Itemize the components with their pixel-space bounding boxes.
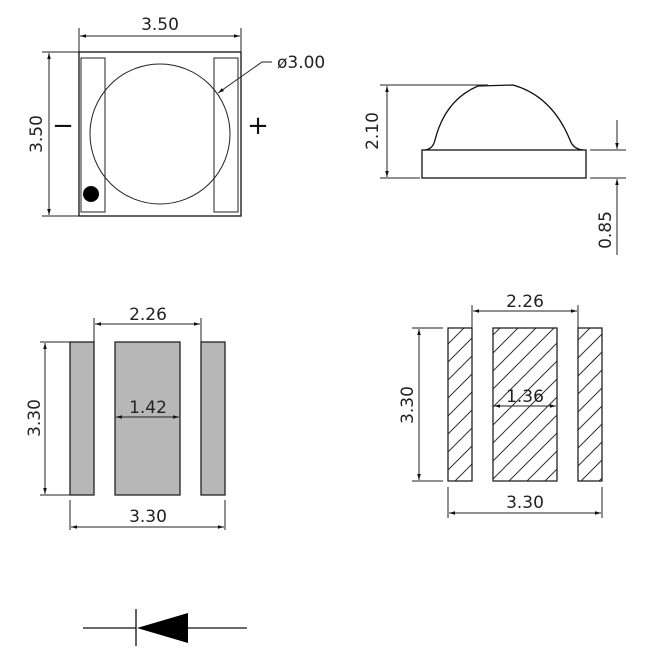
- base-outline: [421, 149, 587, 179]
- plus-symbol: +: [247, 111, 269, 141]
- left-electrode: [80, 57, 106, 213]
- diameter-leader: [217, 61, 272, 94]
- top-width-label: 3.50: [141, 15, 179, 35]
- lens-diameter-label: ø3.00: [277, 53, 325, 73]
- lens-circle: [89, 63, 231, 205]
- side-view: 2.10 0.85: [363, 84, 626, 255]
- diode-symbol-icon: [83, 609, 247, 646]
- footprint-right-pad: [577, 327, 603, 482]
- total-height-label: 2.10: [363, 112, 383, 150]
- footprint-center-width-label: 1.36: [506, 387, 544, 407]
- minus-symbol: −: [52, 111, 74, 141]
- footprint-span-label: 2.26: [506, 292, 544, 312]
- top-view: 3.50 3.50 ø3.00 − +: [27, 15, 325, 217]
- pads-span-label: 2.26: [129, 305, 167, 325]
- footprint-height-label: 3.30: [398, 386, 418, 424]
- right-electrode: [213, 57, 239, 213]
- package-outline: [78, 51, 242, 217]
- dome-outline: [424, 84, 584, 151]
- right-pad: [200, 341, 226, 496]
- footprint-left-pad: [447, 327, 473, 482]
- base-height-label: 0.85: [596, 211, 616, 249]
- polarity-dot-icon: [83, 186, 99, 202]
- center-pad: [114, 341, 181, 496]
- footprint-view: 2.26 3.30 1.36 3.30: [398, 292, 603, 518]
- center-pad-width-label: 1.42: [129, 398, 167, 418]
- top-height-label: 3.50: [27, 115, 47, 153]
- bottom-pads-view: 2.26 3.30 1.42 3.30: [25, 305, 226, 530]
- left-pad: [69, 341, 95, 496]
- pads-height-label: 3.30: [25, 399, 45, 437]
- pads-total-width-label: 3.30: [129, 507, 167, 527]
- footprint-total-width-label: 3.30: [506, 493, 544, 513]
